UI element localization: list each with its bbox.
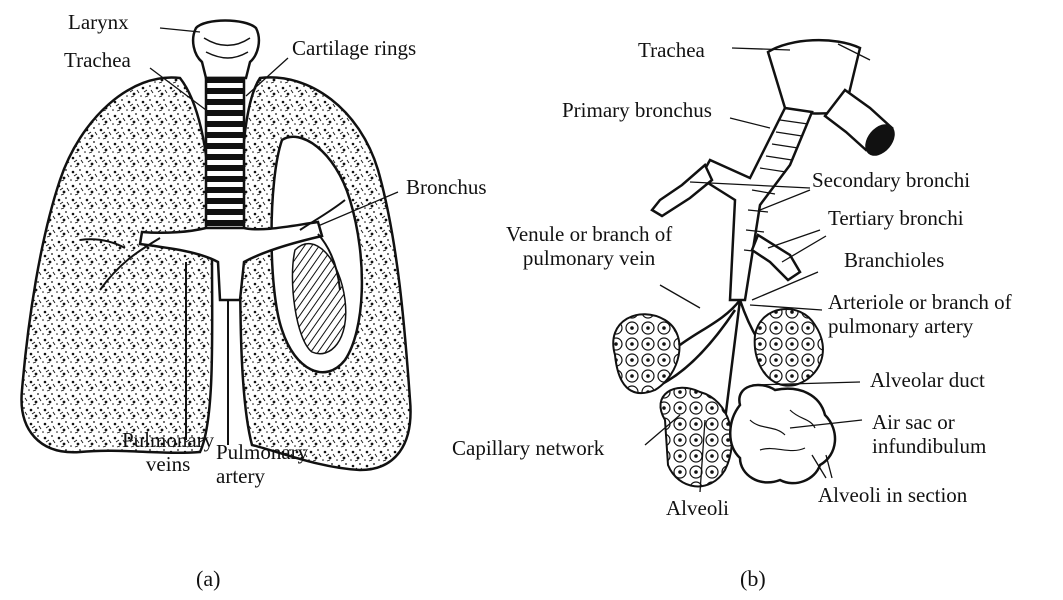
label-secondary-bronchi: Secondary bronchi <box>812 168 970 192</box>
caption-b: (b) <box>740 566 766 592</box>
label-alveoli-in-section: Alveoli in section <box>818 483 967 507</box>
label-alveoli: Alveoli <box>666 496 729 520</box>
b-tertiary-bronchus <box>752 235 800 280</box>
label-venule: Venule or branch of pulmonary vein <box>506 222 672 270</box>
label-bronchus: Bronchus <box>406 175 487 199</box>
b-alveoli-cluster-bottom <box>660 388 731 487</box>
label-arteriole: Arteriole or branch of pulmonary artery <box>828 290 1012 338</box>
label-primary-bronchus: Primary bronchus <box>562 98 712 122</box>
lungs-illustration <box>22 21 411 471</box>
b-air-sac-section <box>730 385 835 483</box>
label-alveolar-duct: Alveolar duct <box>870 368 985 392</box>
caption-a: (a) <box>196 566 220 592</box>
trachea-tube <box>206 78 244 228</box>
label-trachea-b: Trachea <box>638 38 705 62</box>
label-branchioles: Branchioles <box>844 248 944 272</box>
label-pulmonary-veins: Pulmonary veins <box>122 428 214 476</box>
right-lung-shape <box>22 77 213 452</box>
label-trachea-a: Trachea <box>64 48 131 72</box>
label-pulmonary-artery: Pulmonary artery <box>216 440 308 488</box>
larynx-shape <box>193 21 259 79</box>
label-cartilage-rings: Cartilage rings <box>292 36 416 60</box>
b-alveoli-cluster-right <box>755 309 823 386</box>
b-alveoli-cluster-left <box>613 314 679 393</box>
label-capillary-network: Capillary network <box>452 436 604 460</box>
label-tertiary-bronchi: Tertiary bronchi <box>828 206 964 230</box>
label-larynx: Larynx <box>68 10 129 34</box>
b-secondary-bronchus <box>652 165 712 216</box>
label-air-sac: Air sac or infundibulum <box>872 410 986 458</box>
